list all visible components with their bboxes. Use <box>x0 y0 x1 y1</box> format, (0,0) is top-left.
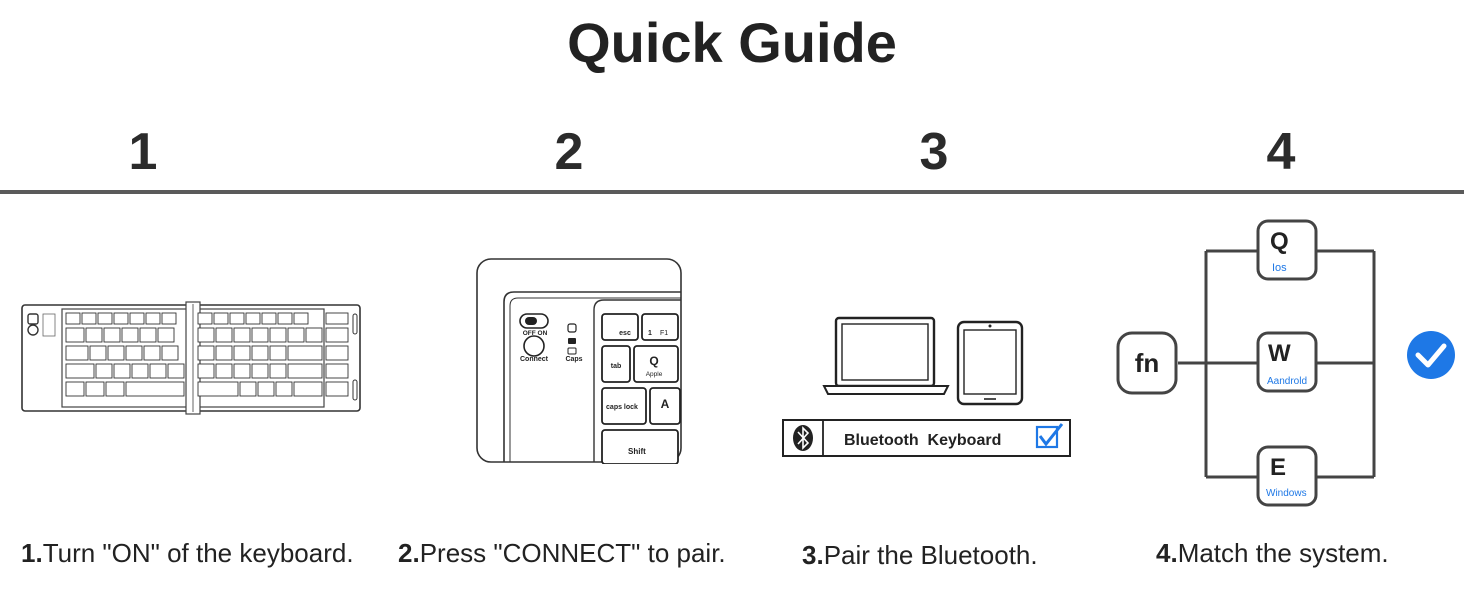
key-f1-num: 1 <box>648 330 652 337</box>
checkbox-checked-icon <box>1035 423 1064 449</box>
connect-button-closeup: OFF ON Connect Caps esc 1 F1 tab Q Apple… <box>476 258 682 469</box>
folded-keyboard-illustration <box>20 300 365 421</box>
key-a: A <box>661 397 670 411</box>
check-circle-icon <box>1407 331 1455 379</box>
step-number-2: 2 <box>554 123 584 181</box>
option-os-android: Aandrold <box>1267 376 1307 387</box>
bluetooth-device-name: Bluetooth Keyboard <box>844 432 1001 449</box>
key-caps-lock: caps lock <box>606 404 638 411</box>
section-divider <box>0 190 1464 194</box>
option-key-w: W <box>1268 340 1291 367</box>
page-title: Quick Guide <box>567 11 897 74</box>
step-caption-1: 1.Turn "ON" of the keyboard. <box>21 538 354 568</box>
bluetooth-icon <box>793 425 813 451</box>
fn-key-label: fn <box>1135 348 1160 378</box>
step-caption-3: 3.Pair the Bluetooth. <box>802 540 1038 570</box>
key-q-ios <box>1256 219 1318 281</box>
step-caption-4: 4.Match the system. <box>1156 538 1389 568</box>
key-q-sub: Apple <box>646 371 663 378</box>
option-key-e: E <box>1270 454 1286 481</box>
key-esc: esc <box>619 330 631 337</box>
step-number-4: 4 <box>1266 123 1296 181</box>
laptop-icon <box>822 316 950 395</box>
switch-label: OFF ON <box>523 330 548 337</box>
tablet-icon <box>956 320 1024 406</box>
option-os-ios: Ios <box>1272 262 1287 274</box>
system-match-diagram: fn Q Ios W Aandrold E Windows <box>1110 215 1464 520</box>
step-number-1: 1 <box>128 123 158 181</box>
option-os-windows: Windows <box>1266 488 1307 499</box>
key-q: Q <box>649 354 658 368</box>
connect-label: Connect <box>520 356 549 363</box>
bluetooth-pairing-illustration: Bluetooth Keyboard <box>780 314 1075 465</box>
option-key-q: Q <box>1270 228 1289 255</box>
key-f1: F1 <box>660 330 668 337</box>
step-caption-2: 2.Press "CONNECT" to pair. <box>398 538 726 568</box>
key-shift: Shift <box>628 447 646 456</box>
key-e-windows <box>1256 445 1318 507</box>
step-number-3: 3 <box>919 123 949 181</box>
fn-key <box>1116 331 1178 395</box>
key-tab: tab <box>611 363 622 370</box>
key-w-android <box>1256 331 1318 393</box>
caps-label: Caps <box>565 356 582 363</box>
